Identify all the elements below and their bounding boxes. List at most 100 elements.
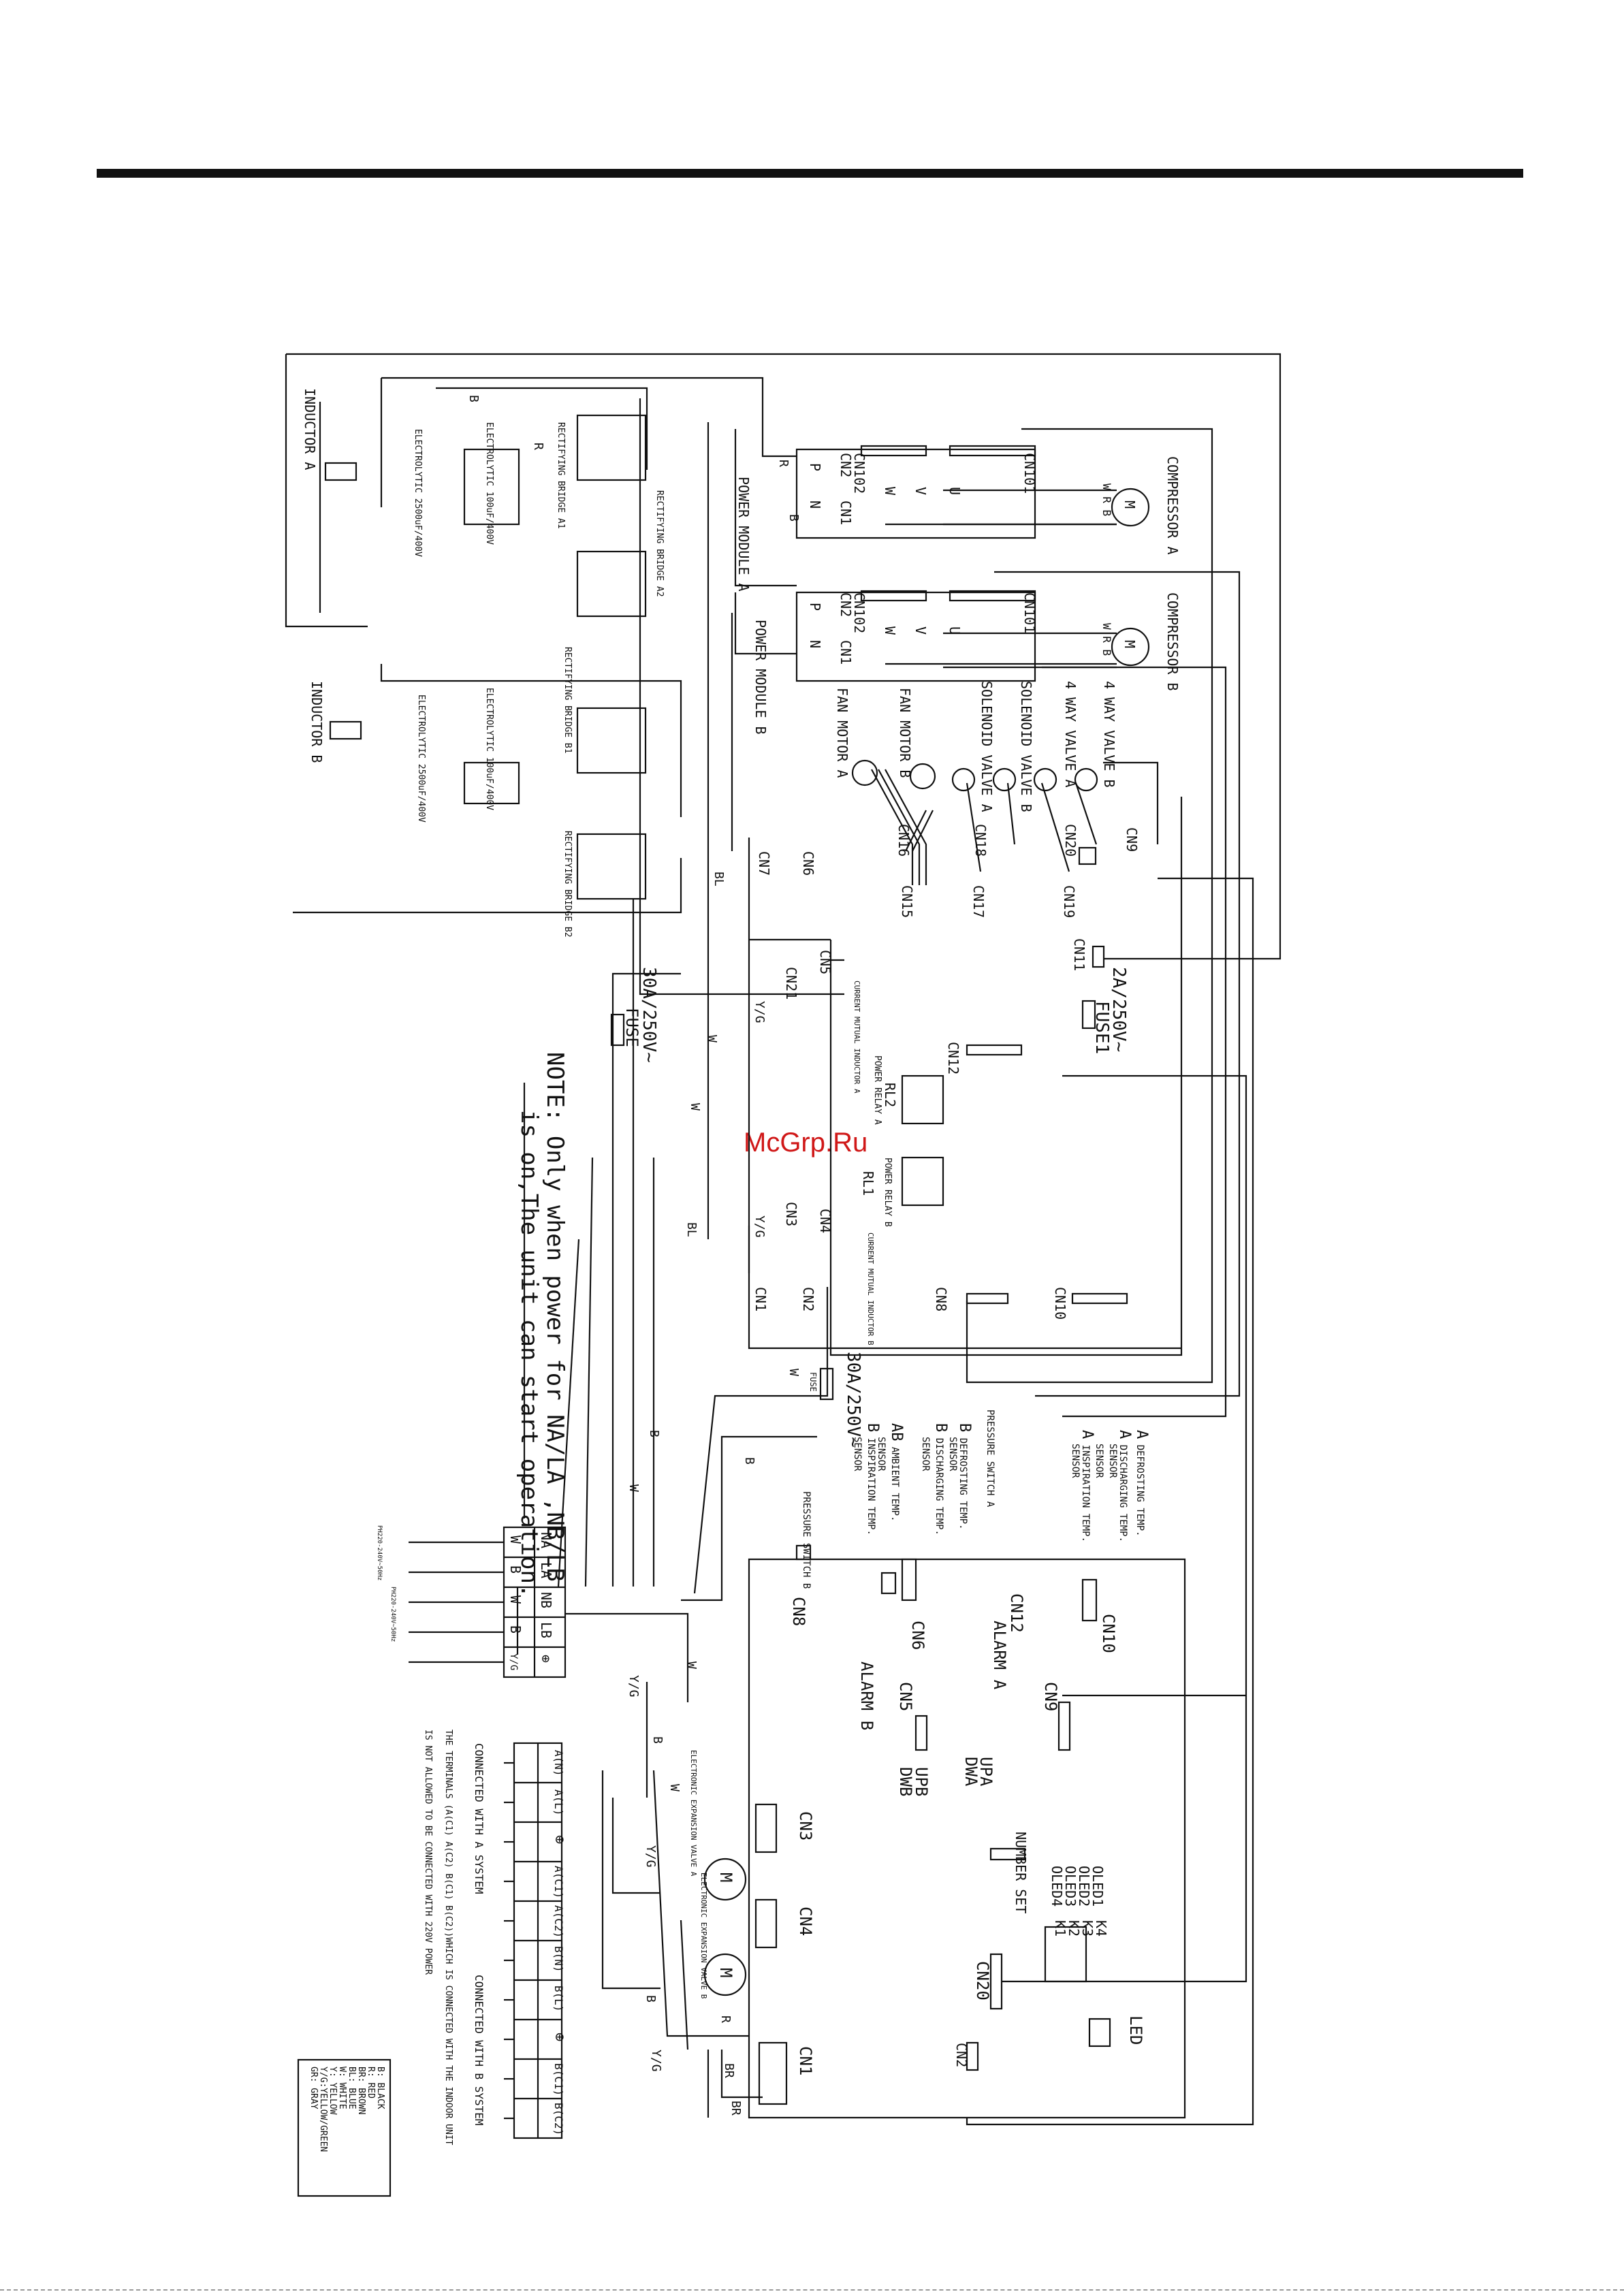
legend-0: B: BLACK <box>375 2067 385 2109</box>
cn1-label: CN1 <box>752 1287 769 1311</box>
terminal-la: LA <box>538 1562 554 1578</box>
sensor-a-discharge: A DISCHARGING TEMP. <box>1116 1430 1133 1542</box>
sig-bc2: B(C2) <box>552 2103 565 2135</box>
cn102-b-label: CN102 <box>851 592 867 633</box>
alarm-b-label: ALARM B <box>857 1661 876 1730</box>
four-way-b-label: 4 WAY VALVE B <box>1101 681 1117 788</box>
number-set-label: NUMBER SET <box>1013 1832 1029 1913</box>
power-module-b-label: POWER MODULE B <box>752 620 769 735</box>
module-b-v: V <box>912 626 929 635</box>
compressor-a-motor: M <box>1121 500 1138 509</box>
note-line-1: NOTE: Only when power for NA/LA ,NB/LB <box>541 1052 569 1582</box>
wire-code-w6: W <box>667 1784 682 1791</box>
terminal-yg: Y/G <box>508 1653 519 1670</box>
pressure-switch-a: PRESSURE SWITCH A <box>985 1409 996 1508</box>
cn1-b-label: CN1 <box>838 640 854 665</box>
wire-code-yg3: Y/G <box>626 1675 641 1698</box>
eev-b-motor: M <box>716 1968 735 1977</box>
upa-label: UPA <box>976 1757 996 1787</box>
bottom-dashed-rule <box>0 2289 1624 2292</box>
cap-big-a-label: ELECTROLYTIC 2500uF/400V <box>413 429 423 557</box>
compressor-b-motor: M <box>1121 640 1138 648</box>
module-a-u: U <box>946 487 963 495</box>
supply-b: PH220-240V~50Hz <box>389 1587 396 1642</box>
cn2-label: CN2 <box>800 1287 816 1311</box>
wire-code-r1: R <box>531 443 545 450</box>
bridge-a2-label: RECTIFYING BRIDGE A2 <box>654 490 665 597</box>
cn101-a-label: CN101 <box>1021 453 1038 494</box>
board-cn6-label: CN6 <box>908 1621 927 1650</box>
module-b-w: W <box>882 626 898 635</box>
terminal-warning-2: IS NOT ALLOWED TO BE CONNECTED WITH 220V… <box>423 1730 433 1975</box>
led-label: LED <box>1126 2016 1145 2045</box>
sensor-b-inspiration: B INSPIRATION TEMP. <box>864 1423 881 1535</box>
bridge-a1-label: RECTIFYING BRIDGE A1 <box>556 422 566 529</box>
oled1-label: OLED1 <box>1089 1866 1106 1907</box>
cn16-label: CN16 <box>895 824 912 857</box>
cn1-a-label: CN1 <box>838 500 854 525</box>
cn5-label: CN5 <box>817 950 833 974</box>
eev-a-label: ELECTRONIC EXPANSION VALVE A <box>689 1750 698 1877</box>
oled3-label: OLED3 <box>1062 1866 1079 1907</box>
k3-label: K3 <box>1079 1920 1096 1937</box>
wire-code-b1: B <box>466 395 481 402</box>
board-cn8-label: CN8 <box>789 1597 808 1626</box>
cn12-label: CN12 <box>945 1042 961 1074</box>
module-a-v: V <box>912 487 929 495</box>
relay-a-label: POWER RELAY A <box>872 1055 882 1125</box>
wire-code-w5: W <box>684 1661 699 1669</box>
sig-ac1: A(C1) <box>552 1866 565 1898</box>
cap-small-a-label: ELECTROLYTIC 100uF/400V <box>484 422 494 545</box>
fan-motor-b-label: FAN MOTOR B <box>897 688 913 778</box>
cn102-a-label: CN102 <box>851 453 867 494</box>
board-cn5-label: CN5 <box>896 1682 915 1711</box>
sig-bn: B(N) <box>552 1946 565 1973</box>
eev-b-label: ELECTRONIC EXPANSION VALVE B <box>699 1873 708 1999</box>
terminal-w2: W <box>507 1595 524 1604</box>
cn17-label: CN17 <box>970 885 987 918</box>
wire-code-yg4: Y/G <box>643 1845 658 1868</box>
k1-label: K1 <box>1052 1920 1068 1937</box>
cn2-a-label: CN2 <box>838 453 854 477</box>
sig-al: A(L) <box>552 1789 565 1816</box>
note-line-2: is on,The unit can start operation. <box>515 1110 543 1597</box>
cap-small-b-label: ELECTROLYTIC 100uF/400V <box>484 688 494 810</box>
fan-motor-a-label: FAN MOTOR A <box>834 688 850 778</box>
k4-label: K4 <box>1093 1920 1109 1937</box>
wire-code-b2: B <box>786 514 801 522</box>
cn18-label: CN18 <box>972 824 989 857</box>
wire-code-yg5: Y/G <box>649 2050 663 2072</box>
module-b-u: U <box>946 626 963 635</box>
wire-code-r3: R <box>718 2016 733 2023</box>
sensor-a-discharge-sub: SENSOR <box>1107 1444 1118 1478</box>
inductor-b-label: INDUCTOR B <box>308 681 325 763</box>
legend-7: GR: GRAY <box>308 2067 319 2109</box>
compressor-b-label: COMPRESSOR B <box>1164 592 1181 691</box>
board-cn20-label: CN20 <box>973 1961 992 2001</box>
sensor-b-inspiration-sub: SENSOR <box>852 1437 863 1471</box>
current-mutual-b: CURRENT MUTUAL INDUCTOR B <box>866 1232 875 1345</box>
relay-b-label: POWER RELAY B <box>882 1158 893 1227</box>
wire-code-yg1: Y/G <box>752 1001 767 1023</box>
dwb-label: DWB <box>896 1767 915 1796</box>
board-cn9-label: CN9 <box>1041 1682 1060 1711</box>
cn19-label: CN19 <box>1061 885 1077 918</box>
wire-code-b6: B <box>643 1995 658 2003</box>
cn4-label: CN4 <box>817 1209 833 1233</box>
module-a-n: N <box>807 500 823 509</box>
oled4-label: OLED4 <box>1049 1866 1065 1907</box>
current-mutual-a: CURRENT MUTUAL INDUCTOR A <box>853 981 861 1094</box>
compressor-b-pins: W R B <box>1100 623 1113 656</box>
wire-code-w2: W <box>688 1103 702 1111</box>
board-cn4-label: CN4 <box>796 1907 815 1936</box>
eev-a-motor: M <box>716 1873 735 1882</box>
four-way-a-label: 4 WAY VALVE A <box>1062 681 1079 788</box>
cn10-label: CN10 <box>1052 1287 1068 1320</box>
board-cn2-label: CN2 <box>953 2043 970 2067</box>
power-module-a-label: POWER MODULE A <box>735 477 752 592</box>
solenoid-a-label: SOLENOID VALVE A <box>978 681 995 812</box>
cn15-label: CN15 <box>899 885 915 918</box>
bridge-b1-label: RECTIFYING BRIDGE B1 <box>562 647 573 754</box>
sensor-b-defrost: B DEFROSTING TEMP. <box>956 1423 973 1530</box>
